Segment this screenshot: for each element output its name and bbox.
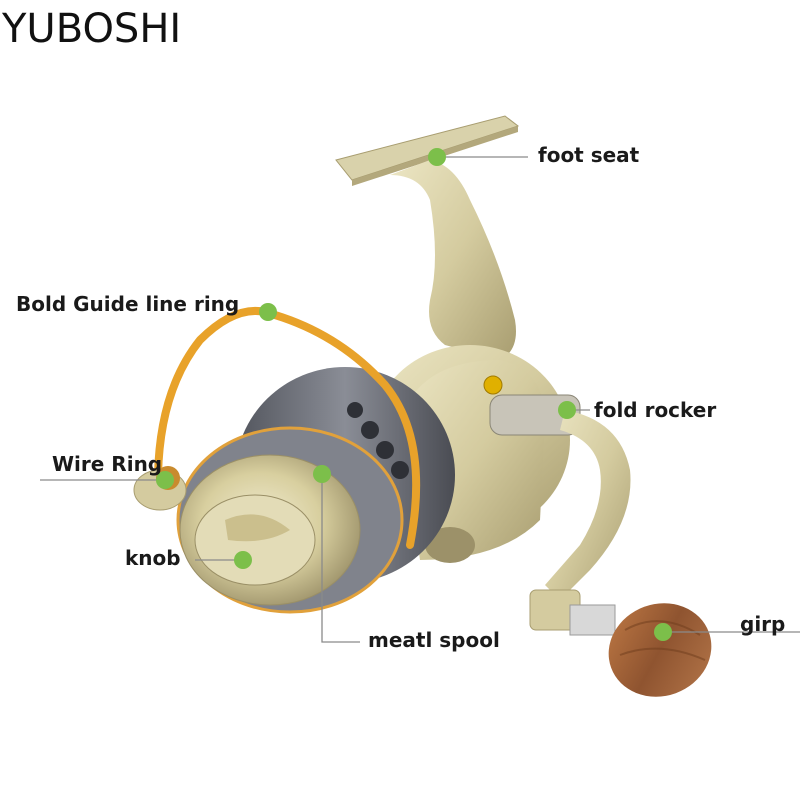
label-wire-ring: Wire Ring (52, 452, 163, 476)
marker-dot-bold-guide-line-ring (259, 303, 277, 321)
marker-dot-fold-rocker (558, 401, 576, 419)
label-bold-guide-line-ring: Bold Guide line ring (16, 292, 240, 316)
marker-dot-knob (234, 551, 252, 569)
fold-rocker-part (489, 394, 631, 636)
label-knob: knob (125, 546, 181, 570)
label-girp: girp (740, 612, 786, 636)
label-meatl-spool: meatl spool (368, 628, 500, 652)
leader-line-meatl-spool (321, 482, 360, 643)
brand-title: YUBOSHI (2, 6, 182, 52)
marker-dot-foot-seat (428, 148, 446, 166)
marker-dot-meatl-spool (313, 465, 331, 483)
marker-dot-wire-ring (156, 471, 174, 489)
knob-part (194, 494, 316, 586)
leader-lines (40, 156, 800, 643)
foot-seat-part (335, 115, 520, 360)
marker-dots (156, 148, 672, 641)
label-foot-seat: foot seat (538, 143, 640, 167)
marker-dot-girp (654, 623, 672, 641)
label-fold-rocker: fold rocker (594, 398, 717, 422)
grip-part (608, 603, 712, 697)
